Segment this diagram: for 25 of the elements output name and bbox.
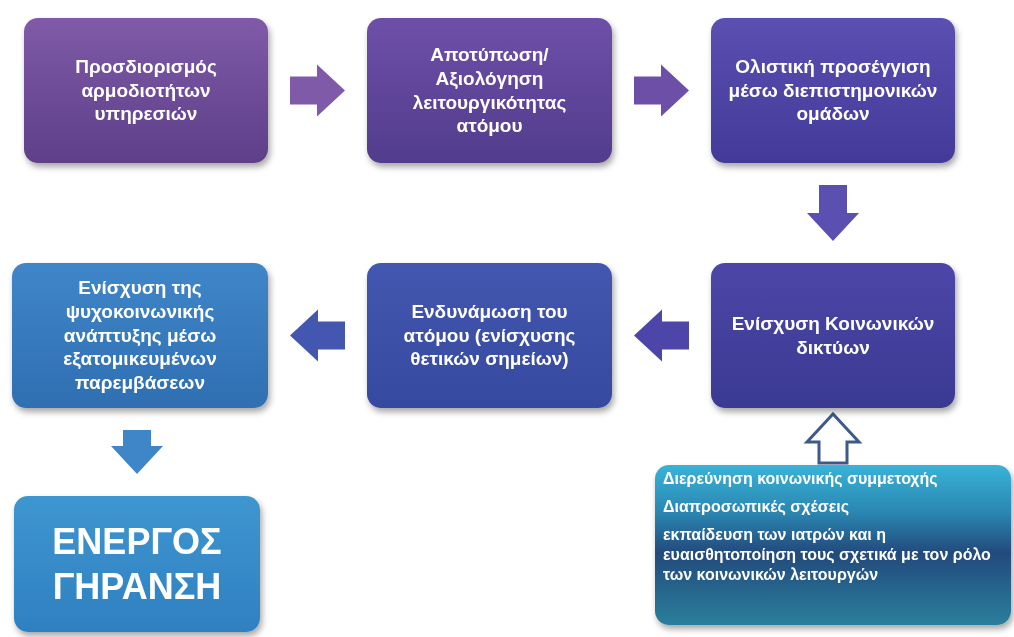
- box-text: Ολιστική προσέγγιση μέσω διεπιστημονικών ομάδων: [727, 54, 939, 127]
- box-text: Ενδυνάμωση του ατόμου (ενίσχυσης θετικών σημείων): [402, 299, 577, 372]
- process-box: [12, 263, 268, 408]
- process-box: [24, 18, 268, 163]
- box-text: Ενίσχυση Κοινωνικών δικτύων: [730, 311, 936, 360]
- box-text: εκπαίδευση των ιατρών και η ευαισθητοποίηση τους σχετικά με τον ρόλο των κοινωνικών λειτουργών: [663, 525, 992, 585]
- box-text: Ενίσχυση της ψυχοκοινωνικής ανάπτυξης μέσω εξατομικευμένων παρεμβάσεων: [62, 276, 218, 395]
- block-arrow: [634, 309, 689, 362]
- box-text: Αποτύπωση/Αξιολόγηση λειτουργικότητας ατόμου: [411, 43, 568, 138]
- block-arrow: [634, 64, 689, 117]
- block-arrow: [290, 309, 345, 362]
- process-box: [711, 263, 955, 408]
- block-arrow: [111, 430, 163, 474]
- block-arrow: [807, 185, 859, 241]
- box-text: Διερεύνηση κοινωνικής συμμετοχής: [663, 469, 938, 489]
- info-box: [655, 465, 1011, 625]
- result-box: [14, 496, 260, 632]
- box-text: Προσδιορισμός αρμοδιοτήτων υπηρεσιών: [74, 54, 218, 127]
- box-text: ΕΝΕΡΓΟΣ ΓΗΡΑΝΣΗ: [51, 520, 223, 609]
- block-arrow: [290, 64, 345, 117]
- process-box: [711, 18, 955, 163]
- process-box: [367, 18, 612, 163]
- process-box: [367, 263, 612, 408]
- box-text: Διαπροσωπικές σχέσεις: [663, 497, 849, 517]
- block-arrow: [803, 411, 863, 465]
